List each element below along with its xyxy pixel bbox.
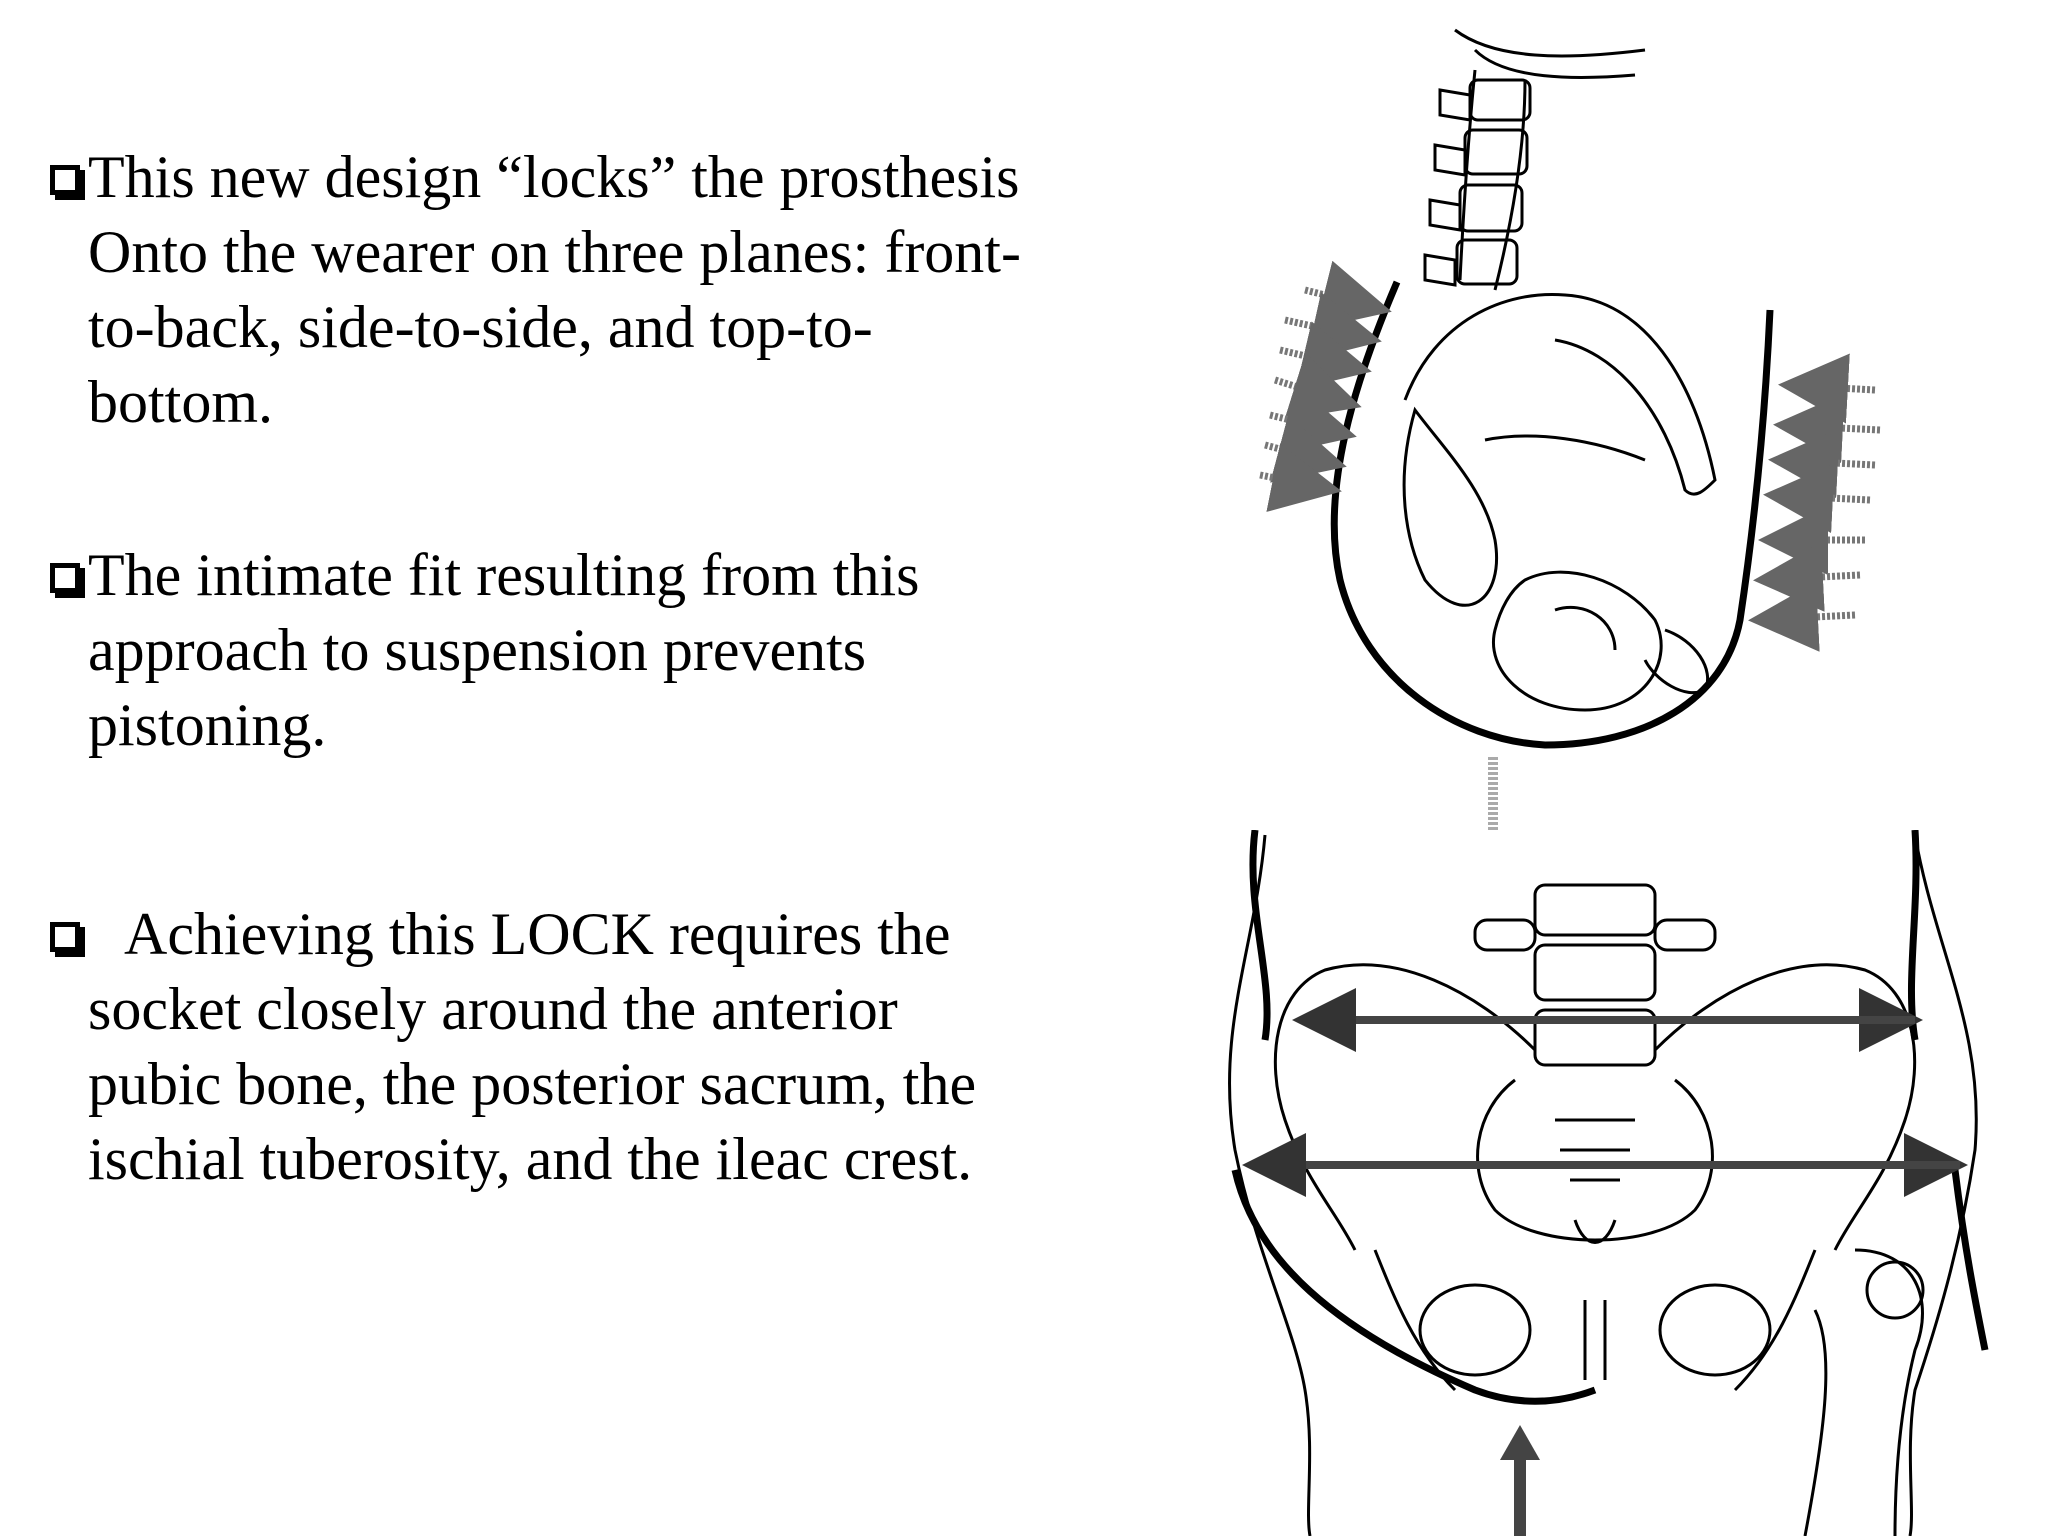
pelvis [1273,963,1925,1536]
lateral-socket-drawing [1259,28,1881,830]
pressure-arrows-left [1259,260,1392,512]
bullet-line: The intimate fit resulting from this [50,538,1200,613]
bullet-line: bottom. [88,369,274,435]
bullet-line: pistoning. [88,692,327,758]
bullet-line: socket closely around the anterior [88,976,898,1042]
spine [1423,28,1646,291]
bullet-line: approach to suspension prevents [88,617,867,683]
body-outline [1228,834,1978,1536]
bullet-line: ischial tuberosity, and the ileac crest. [88,1126,973,1192]
bullet-item-achieving-lock: Achieving this LOCK requires the socket … [50,897,1200,1197]
bullet-line: to-back, side-to-side, and top-to- [88,294,873,360]
checkbox-icon [50,165,80,195]
lateral-socket-illustration [1225,20,1895,840]
frontal-pelvis-drawing [1228,830,1989,1536]
checkbox-icon [50,563,80,593]
pressure-arrows-right [1748,353,1881,652]
bullet-item-intimate-fit: The intimate fit resulting from this app… [50,538,1200,763]
frontal-pelvis-socket-illustration [1215,830,1995,1536]
bullet-line: Onto the wearer on three planes: front- [88,219,1021,285]
bullet-line: Achieving this LOCK requires the [50,897,1200,972]
bullet-line: pubic bone, the posterior sacrum, the [88,1051,977,1117]
compression-arrows [1242,988,1968,1197]
pressure-arrow-up [1500,1425,1540,1536]
bullet-text: This new design “locks” the prosthesis [88,144,1020,210]
bullet-line: This new design “locks” the prosthesis [50,140,1200,215]
pelvis [1402,292,1717,712]
bullet-text: Achieving this LOCK requires the [124,901,951,967]
checkbox-icon [50,922,80,952]
bullet-item-locks-design: This new design “locks” the prosthesis O… [50,140,1200,440]
socket-outline [1330,280,1774,749]
bullet-text: The intimate fit resulting from this [88,542,920,608]
lumbar-spine [1473,883,1717,1067]
socket-outline [1231,830,1989,1405]
